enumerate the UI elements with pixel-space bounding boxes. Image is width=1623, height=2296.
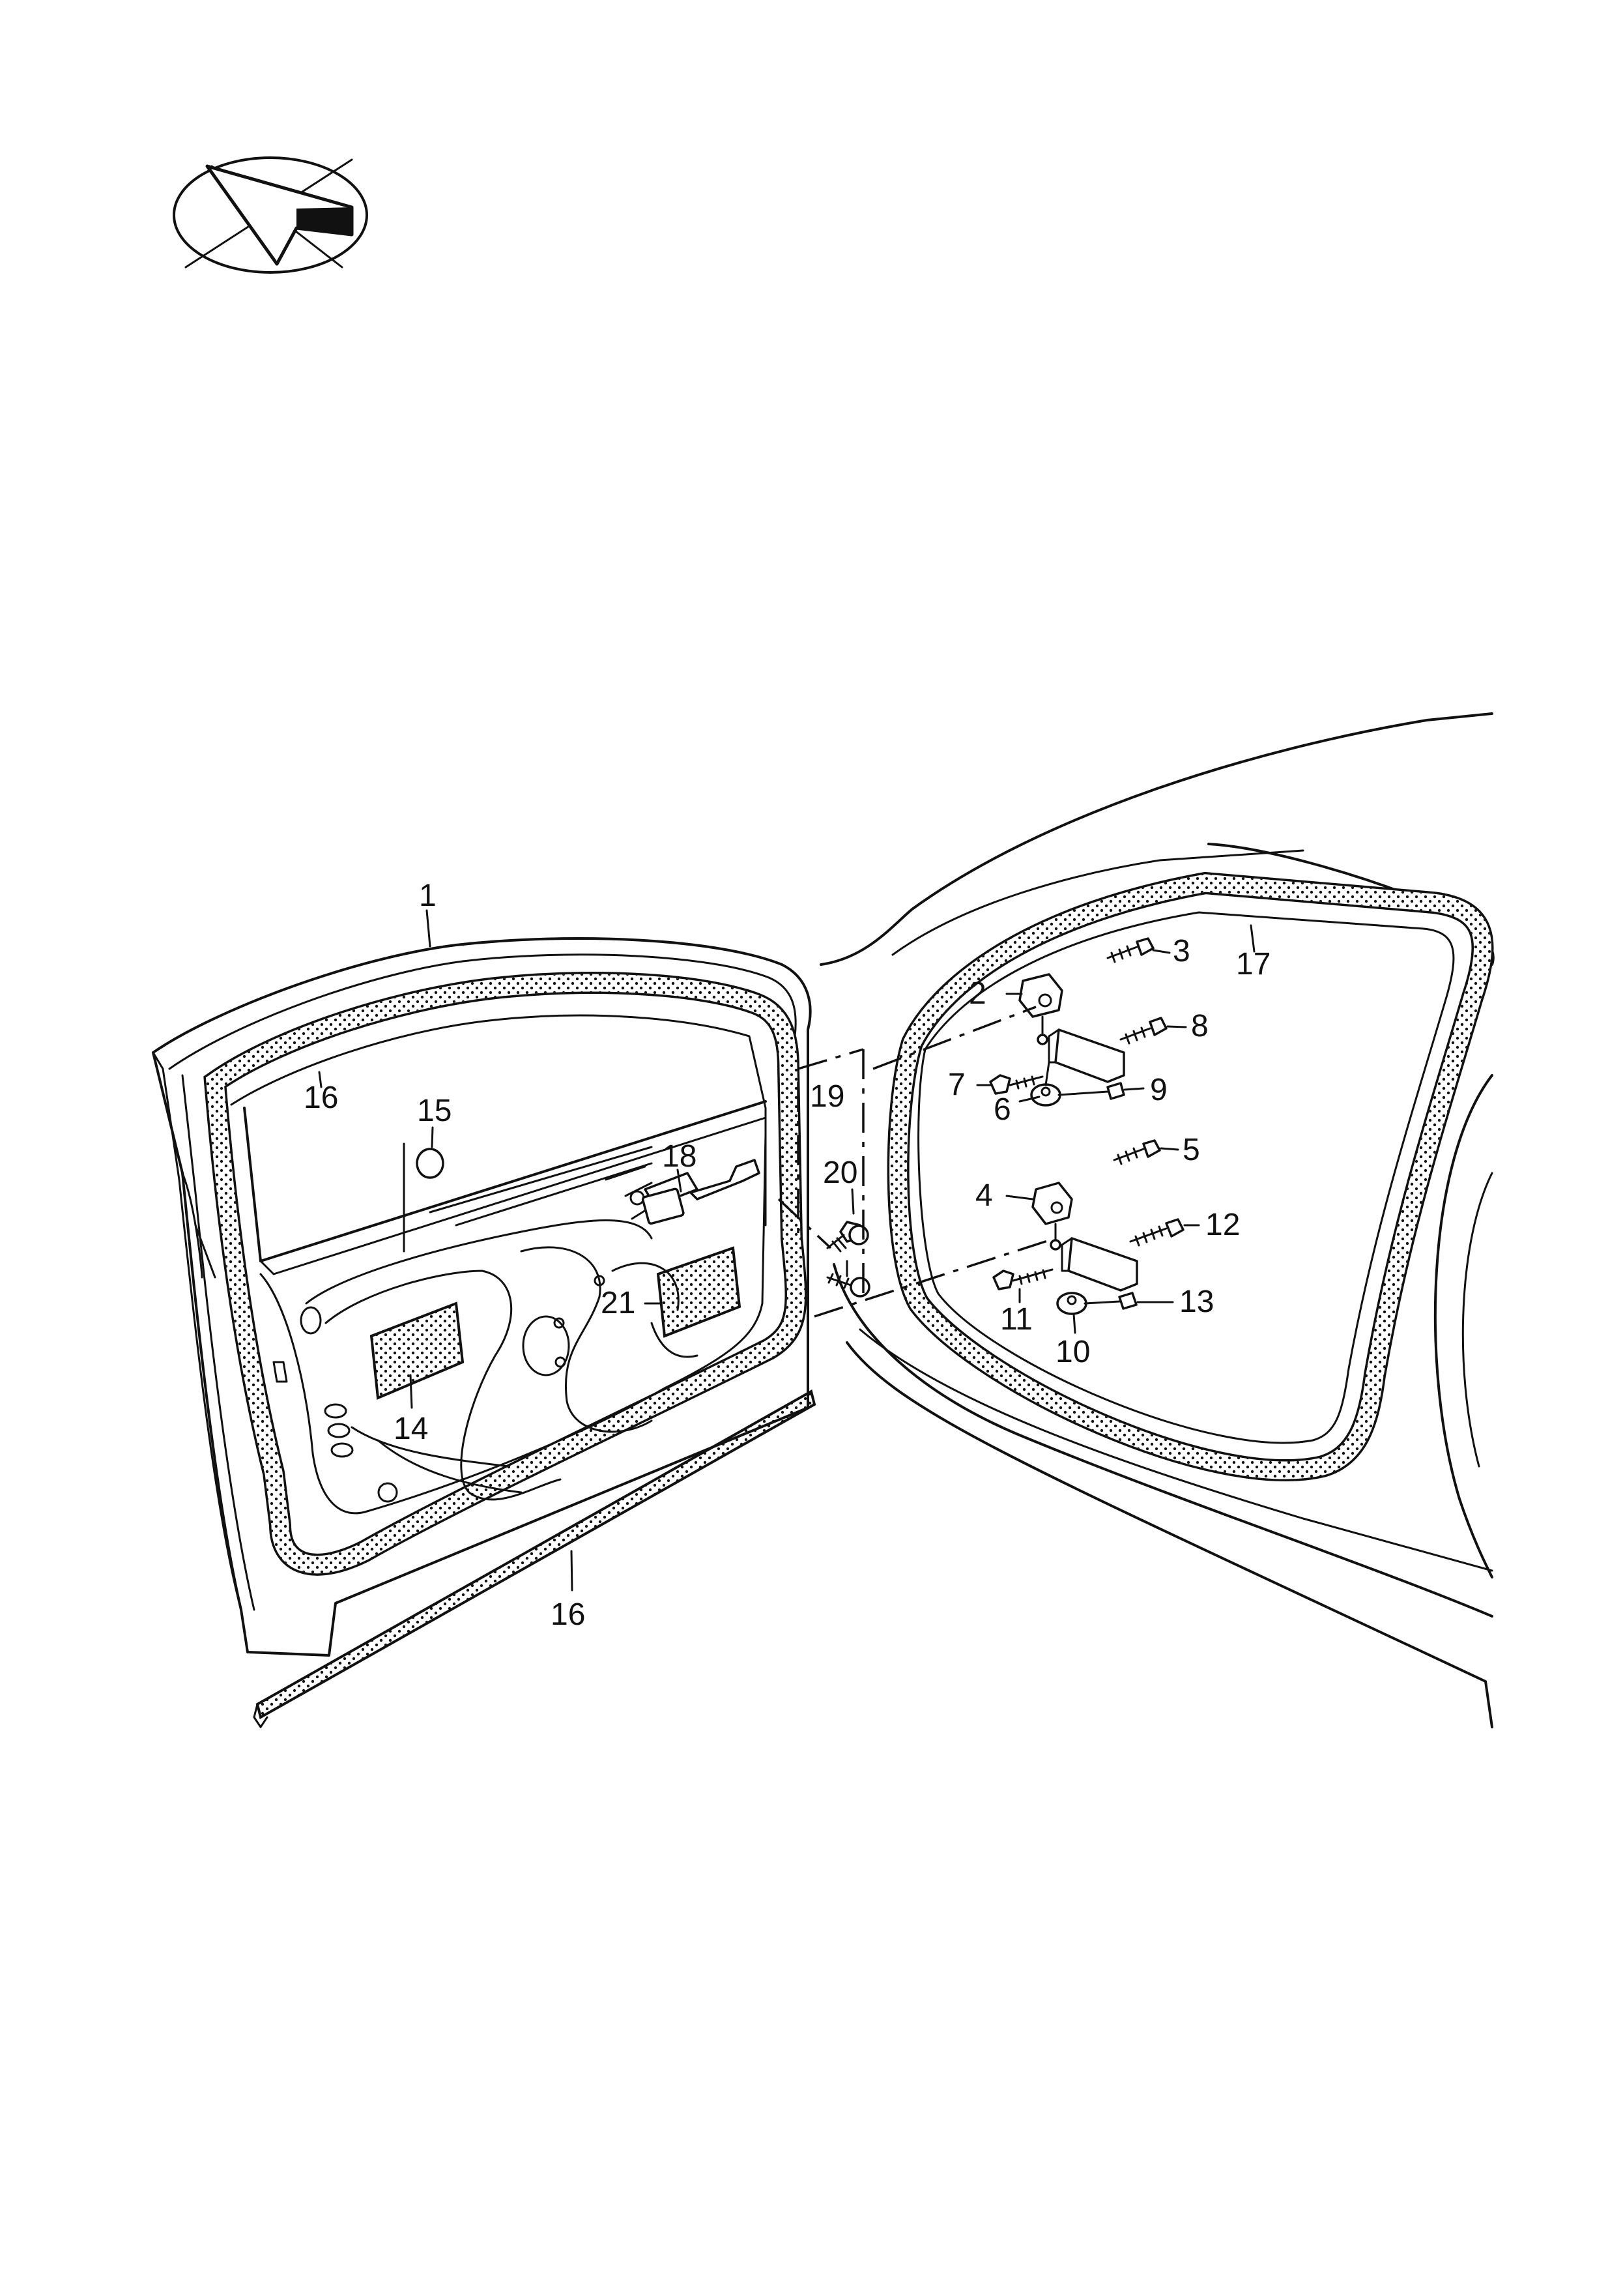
bolt-12: [1129, 1218, 1185, 1247]
vehicle-body-shell: [820, 712, 1495, 1728]
bushing-13: [1084, 1292, 1138, 1310]
callout-10: 10: [1056, 1335, 1090, 1369]
callout-8: 8: [1191, 1009, 1209, 1043]
callout-15: 15: [417, 1094, 452, 1128]
callout-6: 6: [994, 1092, 1011, 1127]
callout-4: 4: [975, 1178, 993, 1213]
callout-3: 3: [1173, 934, 1190, 968]
callout-21: 21: [601, 1286, 635, 1320]
sill-seal-strip: [253, 1389, 816, 1728]
connector-18: [641, 1159, 760, 1225]
callout-5: 5: [1183, 1133, 1200, 1167]
callout-14: 14: [394, 1412, 428, 1446]
grommet-15: [403, 1142, 444, 1253]
bolt-5: [1113, 1139, 1161, 1165]
callout-7: 7: [948, 1068, 966, 1102]
callout-12: 12: [1205, 1208, 1240, 1242]
callout-2: 2: [969, 976, 986, 1011]
assembly-lines: [777, 1006, 1056, 1318]
leader-lines: [318, 909, 1256, 1591]
callout-17: 17: [1236, 947, 1271, 981]
body-door-seal: [887, 871, 1494, 1481]
callout-13: 13: [1179, 1285, 1214, 1319]
lower-hinge-part-4: [1031, 1182, 1073, 1251]
bolt-8: [1119, 1017, 1168, 1045]
callout-11: 11: [1000, 1302, 1033, 1337]
vehicle-orientation-arrow-icon: [173, 156, 368, 274]
bolt-20-lower: [826, 1273, 870, 1298]
callout-9: 9: [1150, 1073, 1168, 1107]
bushing-9: [1057, 1082, 1125, 1100]
insulation-pad-14: [369, 1301, 465, 1400]
bolt-7: [989, 1074, 1044, 1095]
hinge-bracket-10: [1056, 1237, 1138, 1315]
callout-20: 20: [823, 1155, 857, 1190]
insulation-pad-21: [656, 1246, 741, 1338]
callout-16-frame: 16: [304, 1081, 338, 1115]
callout-1: 1: [419, 879, 437, 913]
upper-hinge-part-2: [1018, 973, 1063, 1045]
hinge-bracket-6: [1030, 1028, 1125, 1107]
callout-16-sill: 16: [551, 1597, 585, 1632]
callout-19: 19: [810, 1079, 844, 1114]
bolt-11: [992, 1268, 1054, 1290]
callout-18: 18: [662, 1139, 697, 1174]
callout-labels: 1 2 3 4 5 6 7 8 9 10 11 12 13 14 15 16 1…: [304, 879, 1271, 1632]
door-assembly: [152, 937, 812, 1657]
bolt-3: [1106, 937, 1155, 963]
